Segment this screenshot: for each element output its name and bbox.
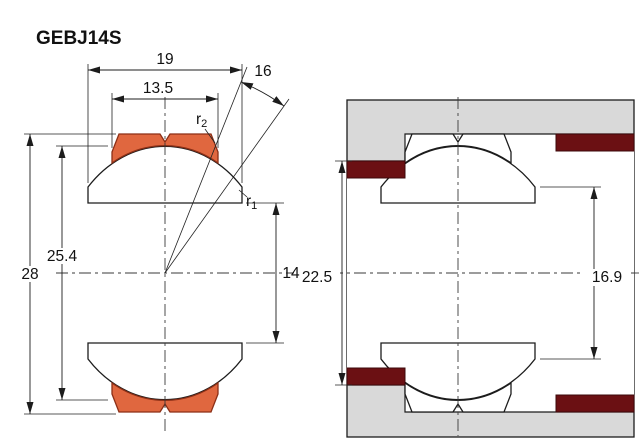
dim-label-housing-shoulder: 22.5 <box>302 269 332 286</box>
outer-ring <box>111 133 219 413</box>
dim-label-r2: r2 <box>196 111 207 130</box>
dim-label-sphere-diameter: 25.4 <box>47 248 78 265</box>
label-backgrounds <box>13 248 631 286</box>
angle-line-2 <box>164 98 290 274</box>
dim-label-shaft-shoulder: 16.9 <box>592 269 622 286</box>
outer-ring-top <box>111 133 219 165</box>
r2-leader-line <box>204 128 216 144</box>
dim-label-r1: r1 <box>246 193 257 212</box>
seal-strip-bottom-right <box>555 394 635 413</box>
misalignment-angle <box>164 66 290 274</box>
dim-label-width-total: 19 <box>156 51 173 68</box>
centerlines <box>56 97 639 436</box>
dim-label-angle: 16 <box>254 63 271 80</box>
part-number-title: GEBJ14S <box>36 28 122 49</box>
dimension-lines <box>26 66 280 414</box>
seal-strip-bottom-left <box>346 367 406 386</box>
angle-arc <box>240 81 285 107</box>
seal-strips <box>346 133 635 413</box>
outer-ring-bottom <box>111 381 219 413</box>
mounted-bearing <box>380 133 536 413</box>
dim-label-outer-ring-width: 13.5 <box>143 80 173 97</box>
seal-strip-top-left <box>346 160 406 179</box>
seal-strip-top-right <box>555 133 635 152</box>
dim-label-bore-diameter: 14 <box>282 265 300 282</box>
inner-ring-bottom <box>87 342 243 401</box>
angle-line-1 <box>164 66 248 274</box>
dim-label-outer-diameter: 28 <box>21 266 38 283</box>
r1-leader-line <box>238 189 248 198</box>
